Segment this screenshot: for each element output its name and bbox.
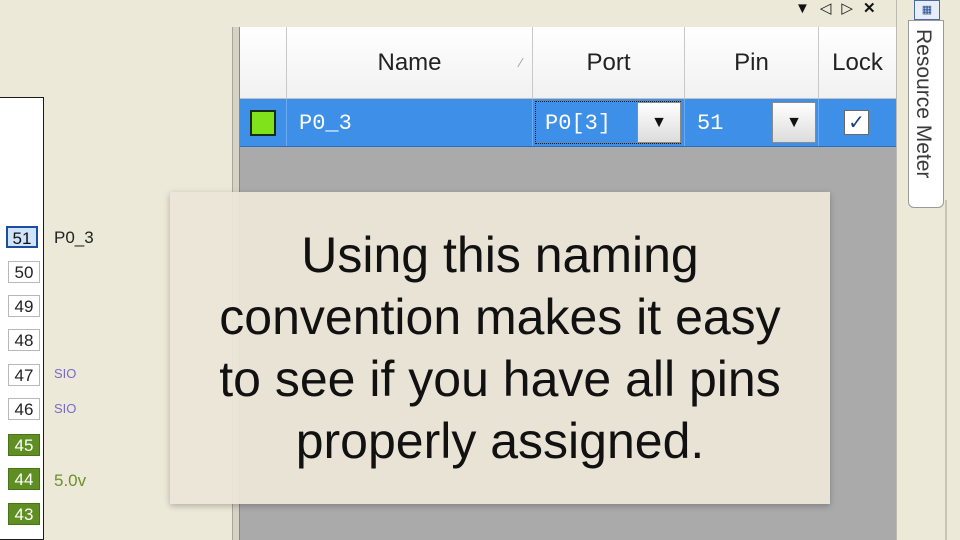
dropdown-icon[interactable]: ▼ [795,0,810,17]
color-cell[interactable] [240,99,287,146]
chevron-down-icon: ▼ [651,113,667,131]
close-icon[interactable]: ✕ [862,0,876,17]
header-color-column[interactable] [240,27,287,99]
resource-meter-tab[interactable]: Resource Meter [908,20,944,208]
name-cell[interactable]: P0_3 [287,99,533,146]
header-pin[interactable]: Pin [685,27,819,99]
caption-text: Using this naming convention makes it ea… [219,227,781,469]
pin-48[interactable]: 48 [8,329,40,351]
pin-47[interactable]: 47 [8,364,40,386]
chevron-down-icon: ▼ [786,113,802,131]
chip-body [0,97,44,540]
pin-name: P0_3 [299,111,352,136]
sort-icon: ∕ [519,55,522,70]
pin-label: 5.0v [54,471,87,490]
pin-label: SIO [54,401,77,416]
caption-overlay: Using this naming convention makes it ea… [170,192,830,504]
color-swatch[interactable] [250,110,276,136]
port-value: P0[3] [545,111,612,136]
pin-cell[interactable]: 51 ▼ [685,99,819,146]
header-lock-label: Lock [832,48,883,76]
header-port[interactable]: Port [533,27,685,99]
table-row[interactable]: P0_3 P0[3] ▼ 51 ▼ ✓ [240,99,896,147]
pin-46[interactable]: 46 [8,398,40,420]
header-name[interactable]: Name ∕ [287,27,533,99]
pin-label: P0_3 [54,228,94,247]
pin-50[interactable]: 50 [8,261,40,283]
pin-45[interactable]: 45 [8,434,40,456]
pin-44[interactable]: 44 [8,468,40,490]
header-name-label: Name [377,48,442,76]
lock-checkbox[interactable]: ✓ [844,110,869,135]
resource-meter-icon[interactable]: ▦ [914,0,940,20]
next-icon[interactable]: ▷ [841,0,853,17]
checkmark-icon: ✓ [848,112,865,134]
pin-label: SIO [54,366,77,381]
top-strip [0,0,906,27]
header-port-label: Port [586,48,631,76]
panel-controls: ▼ ◁ ▷ ✕ [795,0,876,17]
pin-dropdown-button[interactable]: ▼ [772,102,816,143]
port-cell[interactable]: P0[3] ▼ [533,99,685,146]
dock-edge [945,200,947,540]
pin-value: 51 [697,111,724,136]
lock-cell[interactable]: ✓ [819,99,896,146]
pin-43[interactable]: 43 [8,503,40,525]
resource-meter-label: Resource Meter [912,29,935,179]
header-lock[interactable]: Lock [819,27,897,99]
port-dropdown-button[interactable]: ▼ [637,102,681,143]
header-pin-label: Pin [734,48,769,76]
previous-icon[interactable]: ◁ [819,0,832,17]
pin-49[interactable]: 49 [8,295,40,317]
pin-51[interactable]: 51 [6,226,38,248]
